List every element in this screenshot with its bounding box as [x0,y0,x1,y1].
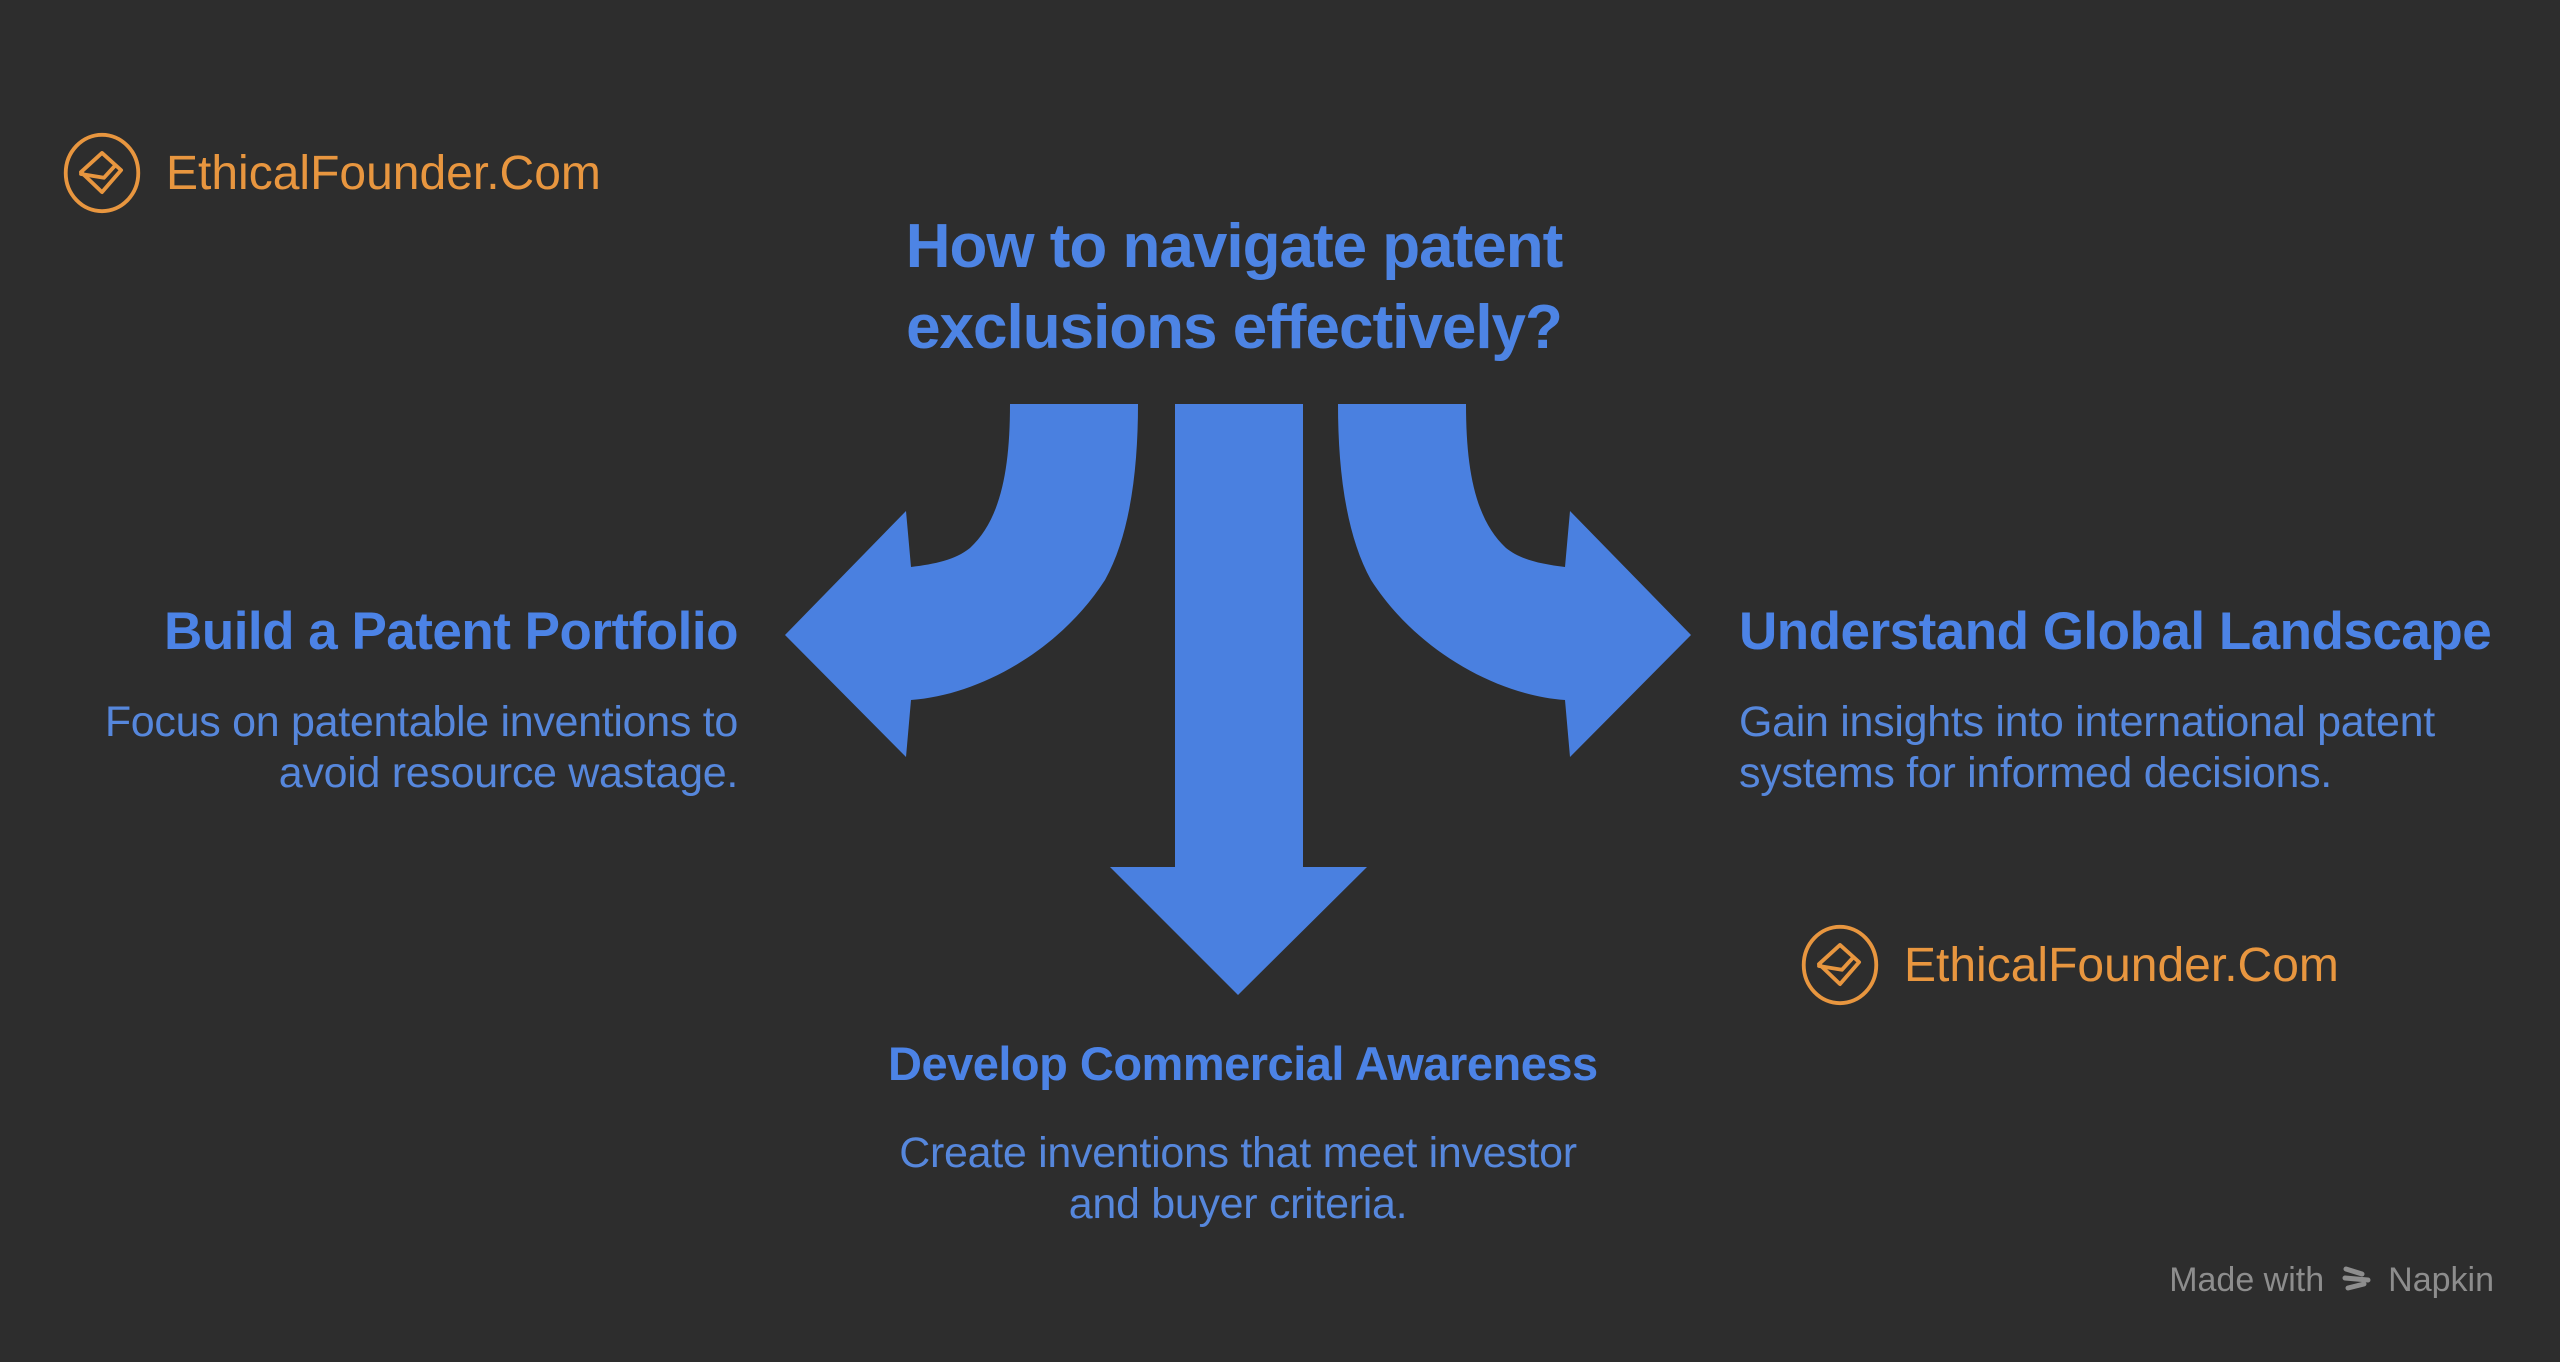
logo-e-diamond [1817,943,1861,986]
branch-bottom-body-line-1: Create inventions that meet investor [899,1129,1577,1177]
e-diamond-circle-icon [1801,924,1879,1006]
watermark-prefix: Made with [2169,1260,2325,1299]
logo-circle [63,132,141,214]
napkin-watermark: Made with Napkin [2169,1260,2494,1300]
logo-e-crossbar [1817,956,1855,972]
watermark-brand: Napkin [2388,1260,2494,1299]
napkin-stripe-bottom [2345,1281,2367,1291]
branch-left: Build a Patent Portfolio Focus on patent… [38,600,739,799]
branch-right-body-line-2: systems for informed decisions. [1739,749,2332,797]
brand-logo-bottom-right: EthicalFounder.Com [1798,923,2339,1007]
branch-bottom-body-line-2: and buyer criteria. [1068,1180,1408,1228]
branch-left-body-line-1: Focus on patentable inventions to [104,698,738,746]
arrow-down-branch-icon [1110,404,1367,995]
logo-circle [1801,924,1879,1006]
logo-e-diamond [79,151,123,194]
branch-left-heading: Build a Patent Portfolio [164,602,738,661]
arrow-right-branch-icon [1338,404,1691,757]
branch-right-body: Gain insights into international patent … [1739,697,2519,799]
branch-right-body-line-1: Gain insights into international patent [1739,698,2435,746]
branch-bottom: Develop Commercial Awareness Create inve… [888,1036,1598,1230]
branch-bottom-heading: Develop Commercial Awareness [888,1037,1598,1090]
napkin-stripe-middle [2342,1275,2371,1283]
branch-bottom-body: Create inventions that meet investor and… [888,1128,1588,1230]
napkin-stripe-top [2343,1266,2365,1277]
title-line-1: How to navigate patent [905,212,1564,281]
brand-name: EthicalFounder.Com [1904,938,2339,992]
brand-name: EthicalFounder.Com [166,146,601,200]
branch-left-body-line-2: avoid resource wastage. [278,749,739,797]
branch-left-body: Focus on patentable inventions to avoid … [38,697,738,799]
e-diamond-circle-icon [63,132,141,214]
logo-e-crossbar [79,164,117,180]
branch-right-heading: Understand Global Landscape [1739,602,2492,661]
title-line-2: exclusions effectively? [906,293,1563,362]
diagram-title: How to navigate patent exclusions effect… [834,206,1634,368]
napkin-logo-icon [2342,1266,2371,1291]
brand-logo-top-left: EthicalFounder.Com [60,131,601,215]
arrow-left-branch-icon [785,404,1138,757]
branch-right: Understand Global Landscape Gain insight… [1739,600,2519,799]
